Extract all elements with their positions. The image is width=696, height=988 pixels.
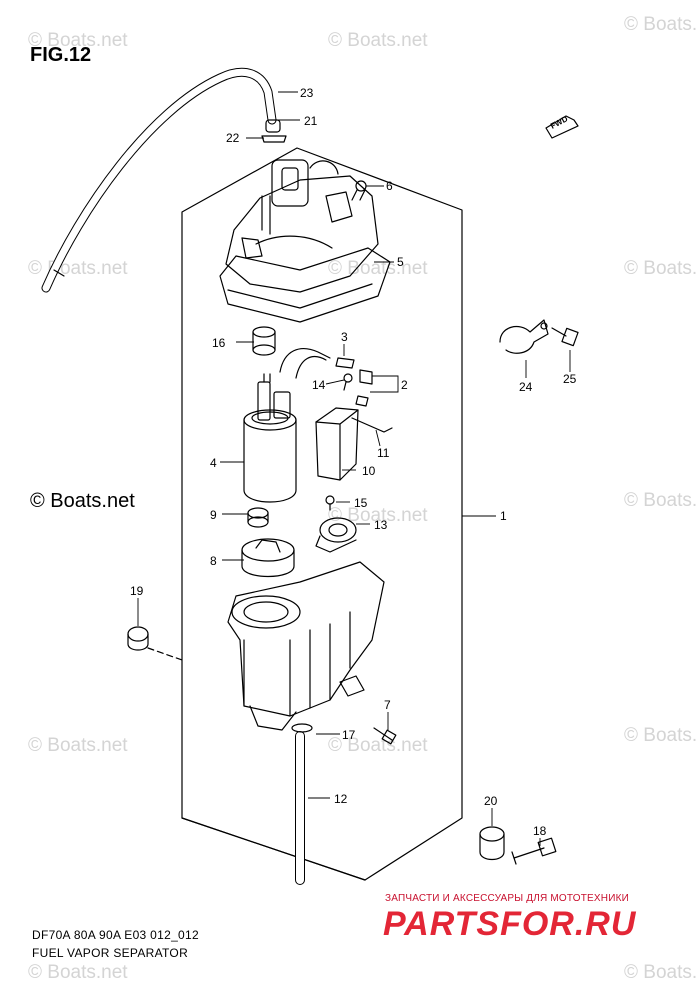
bolt-25 bbox=[551, 327, 579, 347]
watermark: © Boats.net bbox=[28, 962, 128, 983]
callout-4: 4 bbox=[210, 456, 217, 470]
callout-7: 7 bbox=[384, 698, 391, 712]
fuel-pump bbox=[243, 373, 297, 503]
callout-2: 2 bbox=[401, 378, 408, 392]
callout-22: 22 bbox=[226, 131, 240, 145]
callout-12: 12 bbox=[334, 792, 348, 806]
wire-harness bbox=[279, 348, 331, 373]
bolt-7 bbox=[373, 727, 397, 745]
watermark: © Boats.net bbox=[328, 505, 428, 526]
callout-21: 21 bbox=[304, 114, 318, 128]
screw-15 bbox=[325, 495, 335, 511]
grommet-16 bbox=[252, 326, 276, 356]
top-cover bbox=[219, 159, 391, 323]
callout-17: 17 bbox=[342, 728, 356, 742]
filter-10 bbox=[315, 407, 393, 481]
terminal-2 bbox=[355, 369, 373, 407]
regulator-13 bbox=[315, 517, 357, 553]
callout-24: 24 bbox=[519, 380, 533, 394]
callout-10: 10 bbox=[362, 464, 376, 478]
watermark: © Boats.net bbox=[624, 14, 696, 35]
watermark: © Boats.net bbox=[624, 725, 696, 746]
figure-label: FIG.12 bbox=[30, 44, 92, 66]
callout-25: 25 bbox=[563, 372, 577, 386]
callout-16: 16 bbox=[212, 336, 226, 350]
watermark: © Boats.net bbox=[624, 962, 696, 983]
model-line: DF70A 80A 90A E03 012_012 bbox=[32, 928, 199, 942]
shop-logo[interactable]: PARTSFOR.RU bbox=[383, 905, 637, 943]
callout-9: 9 bbox=[210, 508, 217, 522]
screw-14 bbox=[343, 373, 353, 391]
watermark: © Boats.net bbox=[624, 490, 696, 511]
callout-11: 11 bbox=[377, 446, 390, 460]
callout-23: 23 bbox=[300, 86, 314, 100]
watermark: © Boats.net bbox=[28, 30, 128, 51]
bolt-18 bbox=[511, 837, 557, 865]
bracket-24 bbox=[499, 319, 549, 354]
hose-clip bbox=[265, 119, 281, 133]
holder-8 bbox=[241, 538, 295, 577]
assembly-frame-diagonal bbox=[181, 817, 366, 881]
nut-9 bbox=[247, 507, 269, 528]
plate-3 bbox=[335, 357, 355, 369]
grommet-19 bbox=[127, 626, 149, 651]
watermark: © Boats.net bbox=[624, 258, 696, 279]
callout-8: 8 bbox=[210, 554, 217, 568]
callout-20: 20 bbox=[484, 794, 498, 808]
grommet-20 bbox=[479, 826, 505, 861]
callout-1: 1 bbox=[500, 509, 507, 523]
copyright-watermark: © Boats.net bbox=[30, 490, 135, 512]
callout-6: 6 bbox=[386, 179, 393, 193]
watermark: © Boats.net bbox=[328, 258, 428, 279]
callout-5: 5 bbox=[397, 255, 404, 269]
callout-19: 19 bbox=[130, 584, 144, 598]
shop-tagline: ЗАПЧАСТИ И АКСЕССУАРЫ ДЛЯ МОТОТЕХНИКИ bbox=[385, 893, 630, 904]
callout-3: 3 bbox=[341, 330, 348, 344]
diagram-title: FUEL VAPOR SEPARATOR bbox=[32, 946, 189, 960]
watermark: © Boats.net bbox=[328, 735, 428, 756]
separator-body bbox=[227, 561, 385, 731]
callout-15: 15 bbox=[354, 496, 368, 510]
callout-18: 18 bbox=[533, 824, 547, 838]
watermark: © Boats.net bbox=[328, 30, 428, 51]
callout-14: 14 bbox=[312, 378, 326, 392]
fwd-arrow bbox=[545, 115, 579, 139]
callout-13: 13 bbox=[374, 518, 388, 532]
watermark: © Boats.net bbox=[28, 735, 128, 756]
